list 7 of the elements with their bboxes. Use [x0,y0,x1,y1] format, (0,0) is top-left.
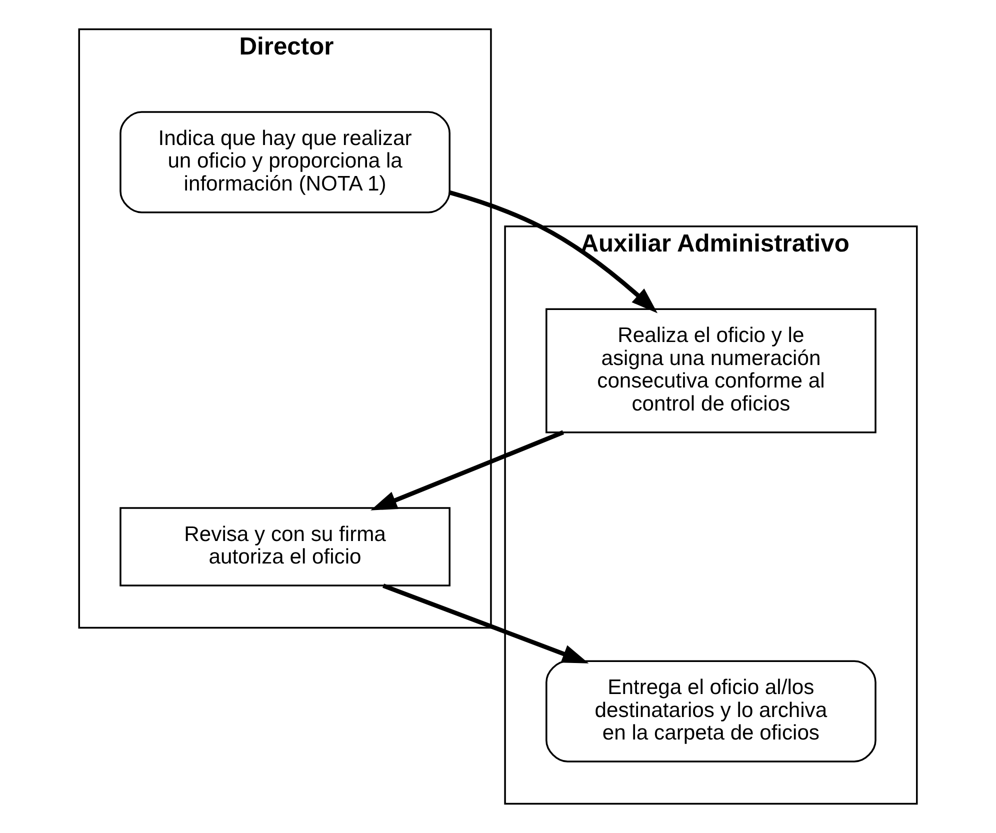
arrow [382,584,589,664]
arrow [449,190,658,314]
node-box: Revisa y con su firma autoriza el oficio [120,507,450,586]
node-box: Indica que hay que realizar un oficio y proporciona la información (NOTA 1) [120,111,450,214]
node-box: Realiza el oficio y le asigna una numeración consecutiva conforme al control de oficios [546,308,876,434]
node-box: Entrega el oficio al/los destinatarios y lo archiva en la carpeta de oficios [546,660,876,762]
arrow [370,430,564,510]
